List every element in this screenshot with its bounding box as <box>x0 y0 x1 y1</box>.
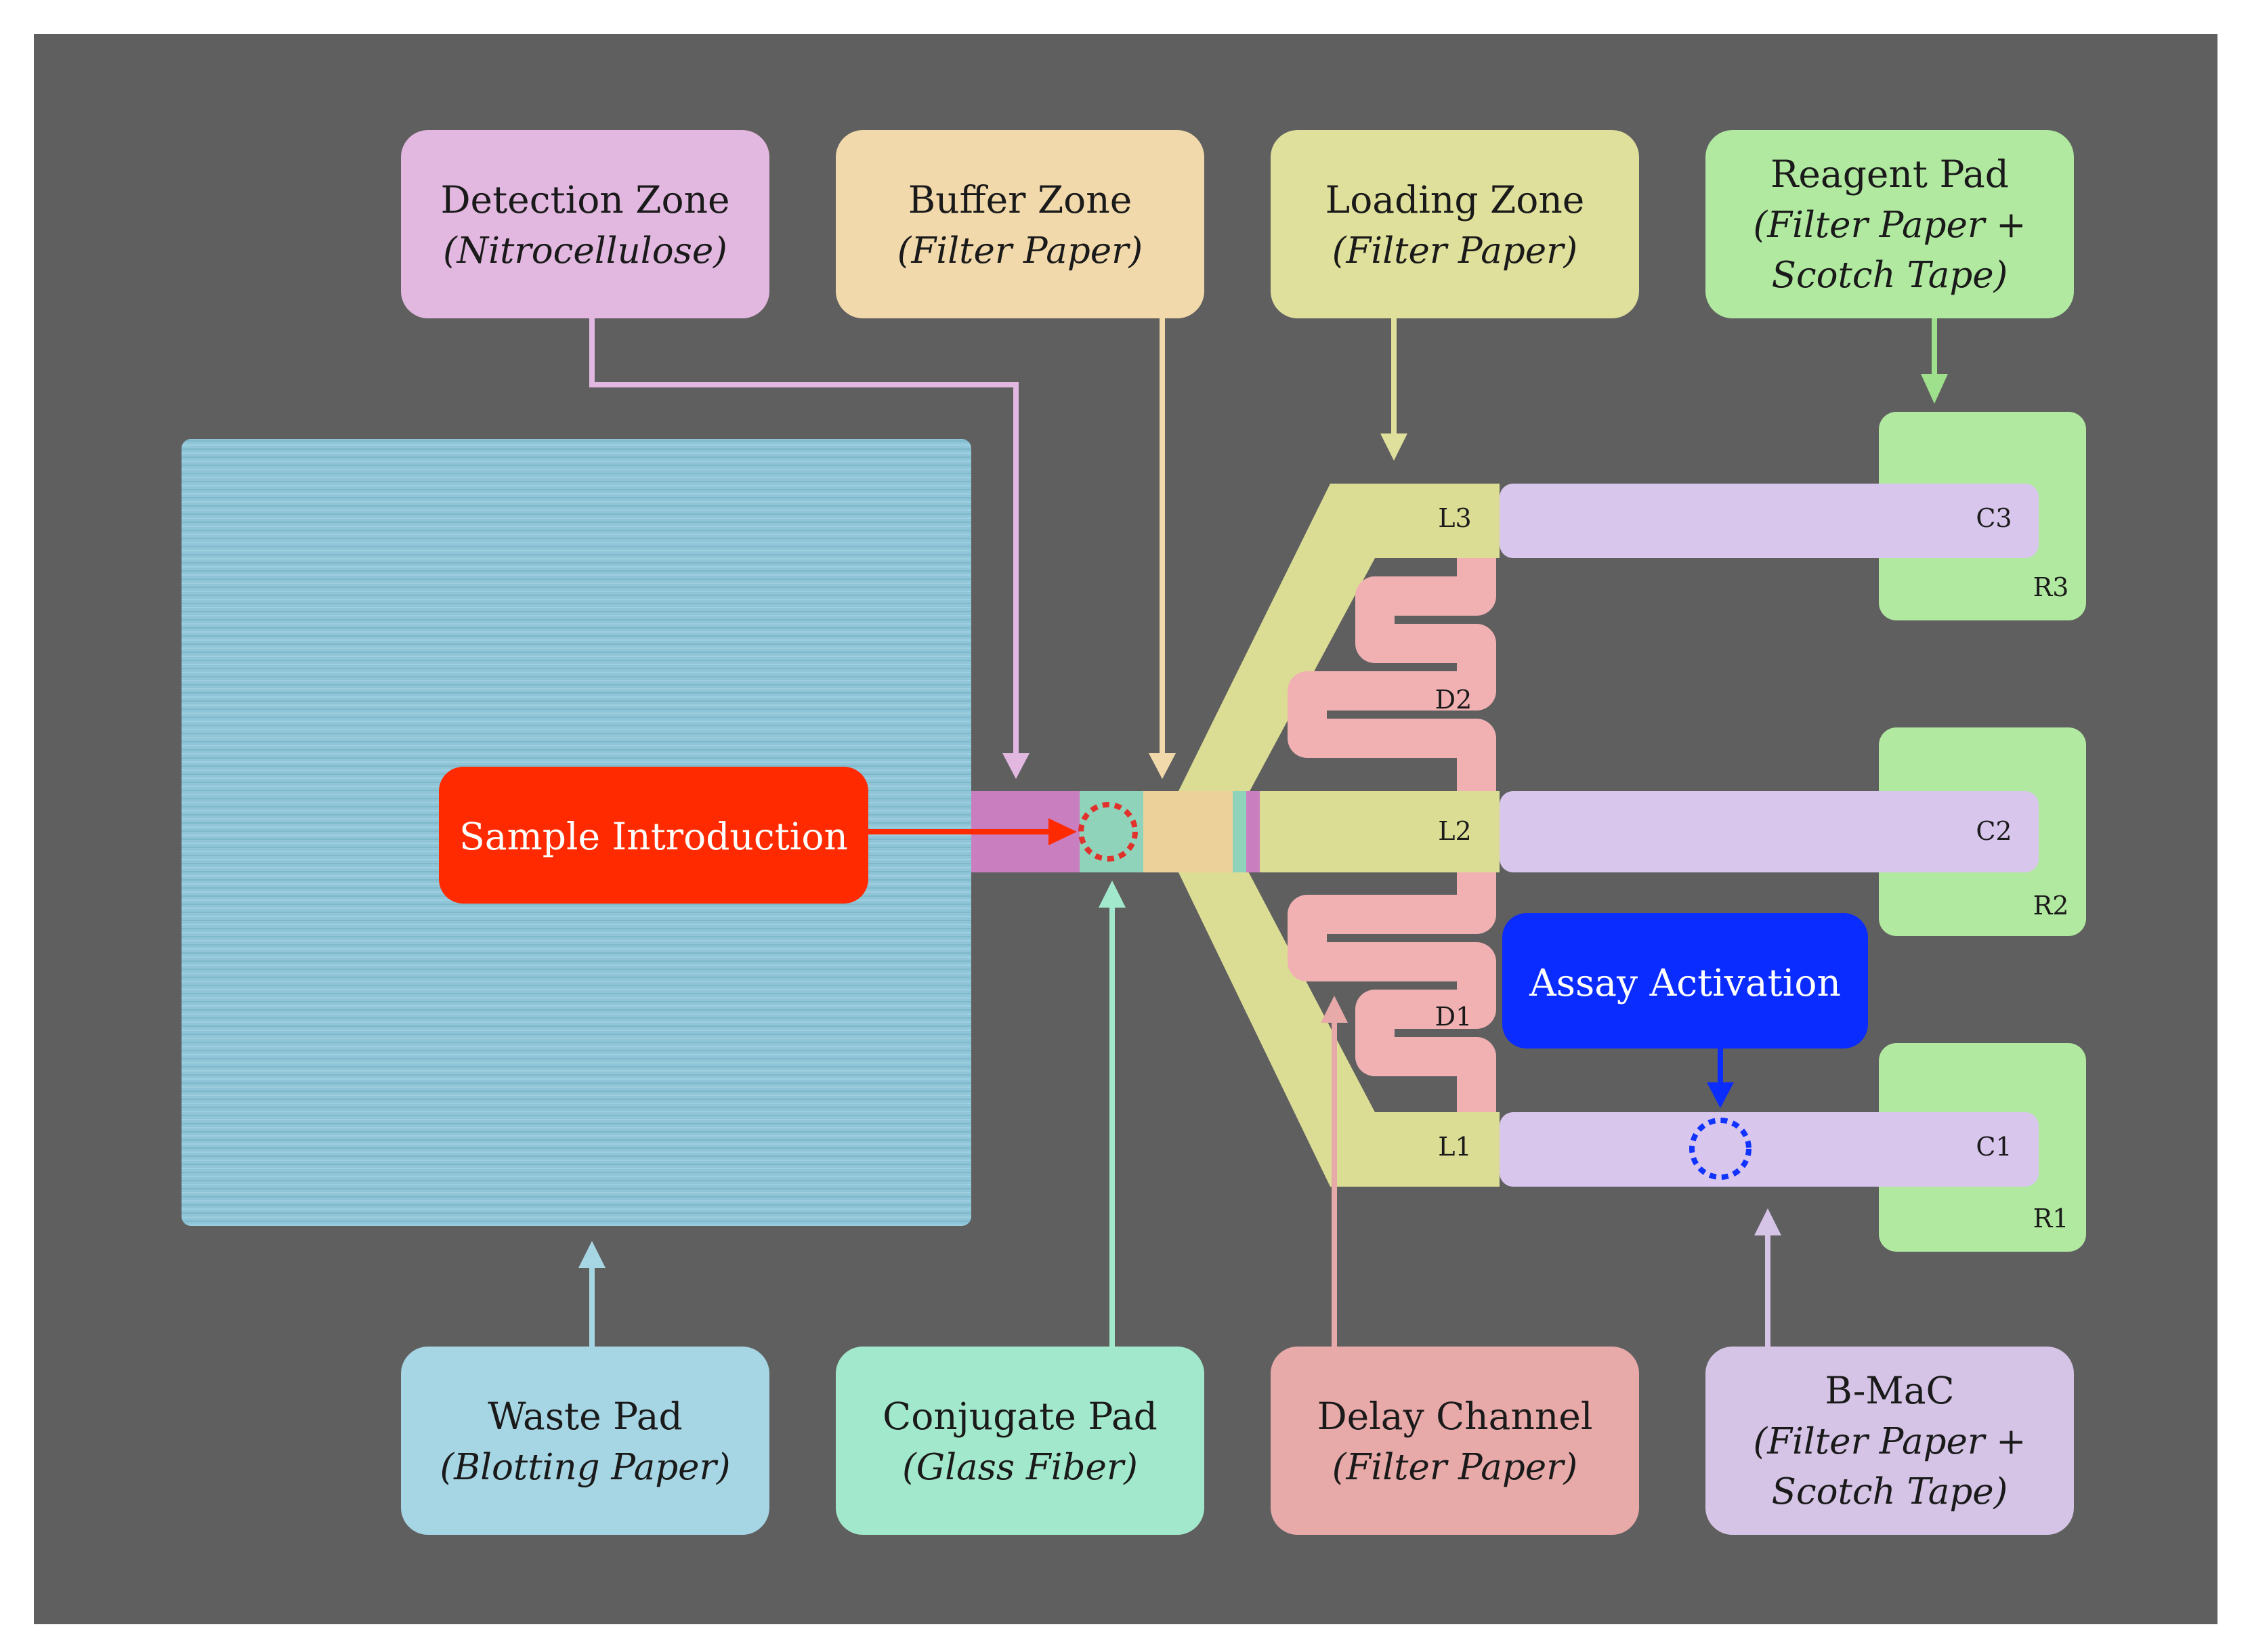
label-d2: D2 <box>1435 685 1472 715</box>
conjugate-pad-subtitle: (Glass Fiber) <box>902 1447 1138 1488</box>
assay-activation-label: Assay Activation <box>1502 913 1868 1049</box>
reagent-arrow-head <box>1921 374 1948 404</box>
label-c1: C1 <box>1976 1132 2012 1162</box>
label-l3: L3 <box>1438 503 1471 533</box>
label-d1: D1 <box>1435 1002 1472 1032</box>
detection-arrow-head <box>1002 753 1030 779</box>
delay-channel-d2 <box>1288 558 1496 791</box>
loading-branch-lower <box>1179 855 1500 1187</box>
label-r2: R2 <box>2033 891 2069 920</box>
label-r3: R3 <box>2033 572 2069 602</box>
bmac-channel-c3 <box>1500 484 2039 558</box>
bmac-channel-c2 <box>1500 791 2039 872</box>
conjugate-arrow-head <box>1099 881 1126 908</box>
loading-branch-upper <box>1179 484 1500 810</box>
loading-arrow-head <box>1380 433 1407 461</box>
delay-channel-d1 <box>1288 872 1496 1112</box>
waste-pad-label: Waste Pad (Blotting Paper) <box>401 1347 769 1535</box>
buffer-arrow-head <box>1149 753 1176 779</box>
buffer-strip <box>1143 791 1233 872</box>
delay-channel-title: Delay Channel <box>1317 1395 1593 1438</box>
conjugate-pad-label: Conjugate Pad (Glass Fiber) <box>836 1347 1204 1535</box>
conjugate-strip-narrow <box>1233 791 1246 872</box>
sample-arrow-head <box>1048 818 1077 845</box>
delay-channel-subtitle: (Filter Paper) <box>1332 1447 1577 1488</box>
sample-introduction-label: Sample Introduction <box>439 767 868 904</box>
waste-pad-subtitle: (Blotting Paper) <box>440 1447 730 1488</box>
detection-zone-subtitle: (Nitrocellulose) <box>443 230 727 272</box>
loading-zone-title: Loading Zone <box>1325 178 1585 221</box>
bmac-arrow-head <box>1754 1208 1781 1235</box>
bmac-label: B-MaC (Filter Paper + Scotch Tape) <box>1705 1347 2074 1535</box>
bmac-subtitle-line2: Scotch Tape) <box>1772 1471 2008 1512</box>
label-l2: L2 <box>1438 816 1471 846</box>
label-l1: L1 <box>1438 1132 1471 1162</box>
loading-zone-l1 <box>1341 1112 1500 1187</box>
assay-arrow-head <box>1707 1082 1734 1108</box>
detection-arrow-line <box>589 318 1019 759</box>
buffer-zone-title: Buffer Zone <box>908 178 1132 221</box>
reagent-pad-subtitle-line1: (Filter Paper + <box>1754 205 2026 246</box>
conjugate-pad-title: Conjugate Pad <box>883 1395 1158 1438</box>
detection-zone-label: Detection Zone (Nitrocellulose) <box>401 130 769 318</box>
reagent-pad-label: Reagent Pad (Filter Paper + Scotch Tape) <box>1705 130 2074 318</box>
label-c3: C3 <box>1976 503 2012 533</box>
delay-arrow-head <box>1321 996 1348 1023</box>
label-c2: C2 <box>1976 816 2012 846</box>
detection-strip-narrow <box>1246 791 1260 872</box>
sample-spot-marker <box>1078 802 1138 862</box>
loading-zone-l3 <box>1341 484 1500 558</box>
sample-introduction-text: Sample Introduction <box>459 815 848 858</box>
waste-arrow-head <box>578 1241 606 1268</box>
bmac-subtitle-line1: (Filter Paper + <box>1754 1421 2026 1462</box>
reagent-pad-subtitle-line2: Scotch Tape) <box>1772 255 2008 296</box>
reagent-pad-title: Reagent Pad <box>1770 152 2009 196</box>
bmac-title: B-MaC <box>1825 1369 1954 1412</box>
activation-spot-marker <box>1689 1118 1752 1180</box>
buffer-zone-label: Buffer Zone (Filter Paper) <box>836 130 1204 318</box>
bmac-channel-c1 <box>1500 1112 2039 1187</box>
loading-zone-l2 <box>1260 791 1500 872</box>
delay-channel-label: Delay Channel (Filter Paper) <box>1271 1347 1639 1535</box>
loading-zone-label: Loading Zone (Filter Paper) <box>1271 130 1639 318</box>
assay-activation-text: Assay Activation <box>1529 961 1841 1004</box>
loading-zone-subtitle: (Filter Paper) <box>1332 230 1577 272</box>
detection-zone-title: Detection Zone <box>440 178 729 221</box>
label-r1: R1 <box>2033 1204 2069 1233</box>
buffer-zone-subtitle: (Filter Paper) <box>897 230 1143 272</box>
waste-pad-title: Waste Pad <box>488 1395 682 1438</box>
